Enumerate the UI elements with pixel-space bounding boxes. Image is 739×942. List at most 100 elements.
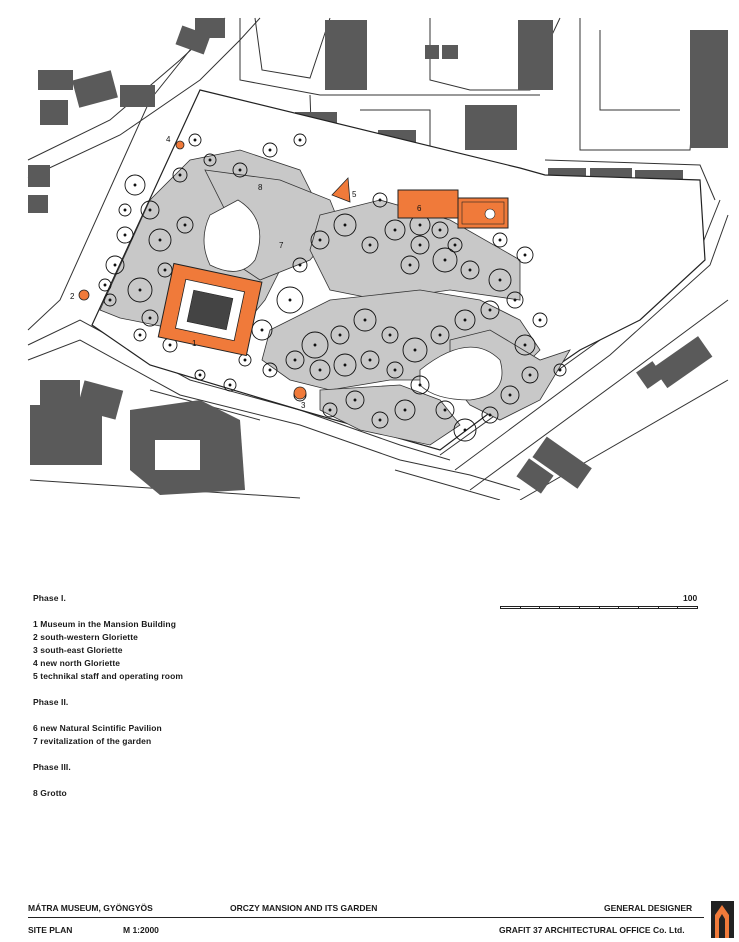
tree-trunk-dot — [443, 258, 447, 262]
tree-trunk-dot — [328, 408, 332, 412]
tree-trunk-dot — [183, 223, 187, 227]
tree-trunk-dot — [293, 358, 297, 362]
tree-canopy — [203, 153, 217, 167]
tree-canopy — [172, 167, 188, 183]
office-name: GRAFIT 37 ARCHITECTURAL OFFICE Co. Ltd. — [499, 925, 685, 935]
tree-trunk-dot — [108, 298, 112, 302]
tree-trunk-dot — [418, 383, 422, 387]
tree-canopy — [223, 378, 237, 392]
phase1-title: Phase I. — [33, 593, 66, 603]
tree-canopy — [460, 260, 480, 280]
title-block-divider — [28, 917, 704, 918]
tree-trunk-dot — [138, 288, 142, 292]
label-4: 4 — [166, 135, 171, 144]
tree-trunk-dot — [133, 183, 137, 187]
tree-canopy — [292, 257, 308, 273]
tree-canopy — [148, 228, 172, 252]
tree-canopy — [447, 237, 463, 253]
tree-trunk-dot — [523, 343, 527, 347]
tree-canopy — [480, 300, 500, 320]
tree-canopy — [371, 411, 389, 429]
tree-trunk-dot — [368, 243, 372, 247]
tree-canopy — [360, 350, 380, 370]
tree-trunk-dot — [260, 328, 264, 332]
project-name: MÁTRA MUSEUM, GYÖNGYÖS — [28, 903, 153, 913]
tree-canopy — [116, 226, 134, 244]
tree-trunk-dot — [393, 228, 397, 232]
tree-trunk-dot — [343, 223, 347, 227]
tree-trunk-dot — [338, 333, 342, 337]
office-logo-icon — [711, 901, 734, 938]
legend-item-8: 8 Grotto — [33, 788, 67, 798]
tree-trunk-dot — [388, 333, 392, 337]
tree-trunk-dot — [318, 368, 322, 372]
legend-item-6: 6 new Natural Scintific Pavilion — [33, 723, 162, 733]
tree-canopy — [98, 278, 112, 292]
tree-trunk-dot — [353, 398, 357, 402]
tree-canopy — [430, 325, 450, 345]
tree-canopy — [322, 402, 338, 418]
tree-trunk-dot — [463, 318, 467, 322]
tree-canopy — [330, 325, 350, 345]
tree-trunk-dot — [208, 158, 212, 162]
tree-canopy — [516, 246, 534, 264]
tree-canopy — [194, 369, 206, 381]
label-5: 5 — [352, 190, 357, 199]
tree-canopy — [435, 400, 455, 420]
tree-canopy — [232, 162, 248, 178]
tree-canopy — [333, 353, 357, 377]
tree-trunk-dot — [368, 358, 372, 362]
site-plan-map: 1 2 3 4 5 6 7 8 — [27, 17, 729, 500]
tree-trunk-dot — [138, 333, 142, 337]
legend-item-3: 3 south-east Gloriette — [33, 645, 123, 655]
tree-canopy — [345, 390, 365, 410]
courtyard — [155, 440, 200, 470]
tree-canopy — [454, 309, 476, 331]
drawing-subject: ORCZY MANSION AND ITS GARDEN — [230, 903, 378, 913]
tree-canopy — [453, 418, 477, 442]
tree-trunk-dot — [538, 318, 542, 322]
tree-trunk-dot — [288, 298, 292, 302]
tree-trunk-dot — [418, 243, 422, 247]
tree-canopy — [276, 286, 304, 314]
tree-canopy — [118, 203, 132, 217]
tree-canopy — [386, 361, 404, 379]
phase3-title: Phase III. — [33, 762, 71, 772]
tree-canopy — [361, 236, 379, 254]
tree-canopy — [176, 216, 194, 234]
tree-canopy — [103, 293, 117, 307]
tree-canopy — [188, 133, 202, 147]
tree-canopy — [492, 232, 508, 248]
tree-canopy — [127, 277, 153, 303]
tree-canopy — [410, 375, 430, 395]
tree-trunk-dot — [148, 316, 152, 320]
tree-canopy — [500, 385, 520, 405]
tree-trunk-dot — [103, 283, 107, 287]
tree-canopy — [372, 192, 388, 208]
tree-trunk-dot — [443, 408, 447, 412]
tree-trunk-dot — [418, 223, 422, 227]
tree-canopy — [381, 326, 399, 344]
tree-trunk-dot — [113, 263, 117, 267]
tree-canopy — [384, 219, 406, 241]
tree-canopy — [410, 235, 430, 255]
tree-canopy — [481, 406, 499, 424]
tree-trunk-dot — [163, 268, 167, 272]
tree-trunk-dot — [558, 368, 562, 372]
legend-item-5: 5 technikal staff and operating room — [33, 671, 184, 681]
label-6: 6 — [417, 204, 422, 213]
label-2: 2 — [70, 292, 75, 301]
tree-canopy — [262, 362, 278, 378]
tree-trunk-dot — [168, 343, 172, 347]
designer-role: GENERAL DESIGNER — [604, 903, 693, 913]
tree-trunk-dot — [498, 278, 502, 282]
tree-canopy — [301, 331, 329, 359]
tree-canopy — [293, 133, 307, 147]
tree-canopy — [521, 366, 539, 384]
tree-trunk-dot — [123, 208, 127, 212]
tree-trunk-dot — [268, 368, 272, 372]
tree-canopy — [514, 334, 536, 356]
tree-trunk-dot — [298, 138, 302, 142]
tree-trunk-dot — [488, 413, 492, 417]
tree-canopy — [105, 255, 125, 275]
